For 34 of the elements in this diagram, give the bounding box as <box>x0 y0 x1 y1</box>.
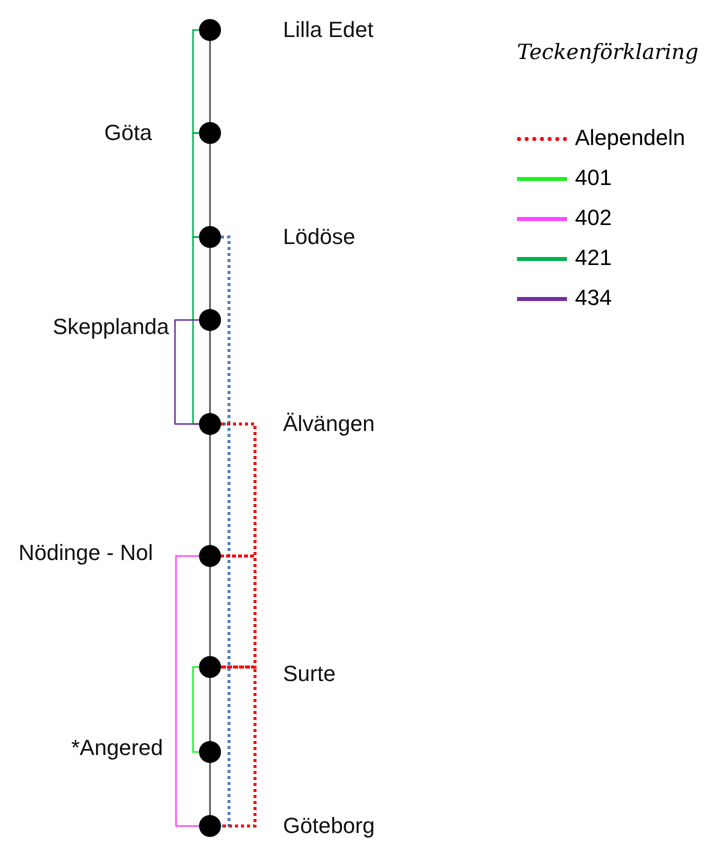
legend-title: Teckenförklaring <box>517 40 698 64</box>
route-line <box>174 319 199 425</box>
track-line <box>209 435 211 545</box>
route-line <box>175 555 199 827</box>
legend-label: 402 <box>575 205 612 231</box>
track-line <box>209 144 211 226</box>
route-line <box>192 29 199 134</box>
station-name: Surte <box>283 661 336 687</box>
station-name: Skepplanda <box>52 314 169 340</box>
track-line <box>209 678 211 741</box>
legend-label: 401 <box>575 165 612 191</box>
station-name: Lödöse <box>283 224 356 250</box>
track-line <box>209 567 211 656</box>
route-line <box>221 422 230 828</box>
legend-label: 434 <box>575 285 612 311</box>
route-line <box>192 666 199 753</box>
route-line <box>221 554 256 668</box>
route-line <box>192 132 199 238</box>
route-line <box>221 666 256 828</box>
legend-label: 421 <box>575 245 612 271</box>
station-name: Nödinge - Nol <box>18 540 153 566</box>
route-line <box>221 422 256 558</box>
station-name: Älvängen <box>283 411 375 437</box>
legend-label: Alependeln <box>575 125 686 151</box>
route-line <box>192 236 199 425</box>
track-line <box>209 763 211 815</box>
station-name: Göta <box>104 120 152 146</box>
track-line <box>209 248 211 309</box>
station-name: Lilla Edet <box>283 17 374 43</box>
route-line <box>221 236 230 426</box>
track-line <box>209 331 211 413</box>
track-line <box>209 41 211 122</box>
station-name: Göteborg <box>283 813 375 839</box>
station-name: *Angered <box>71 735 163 761</box>
